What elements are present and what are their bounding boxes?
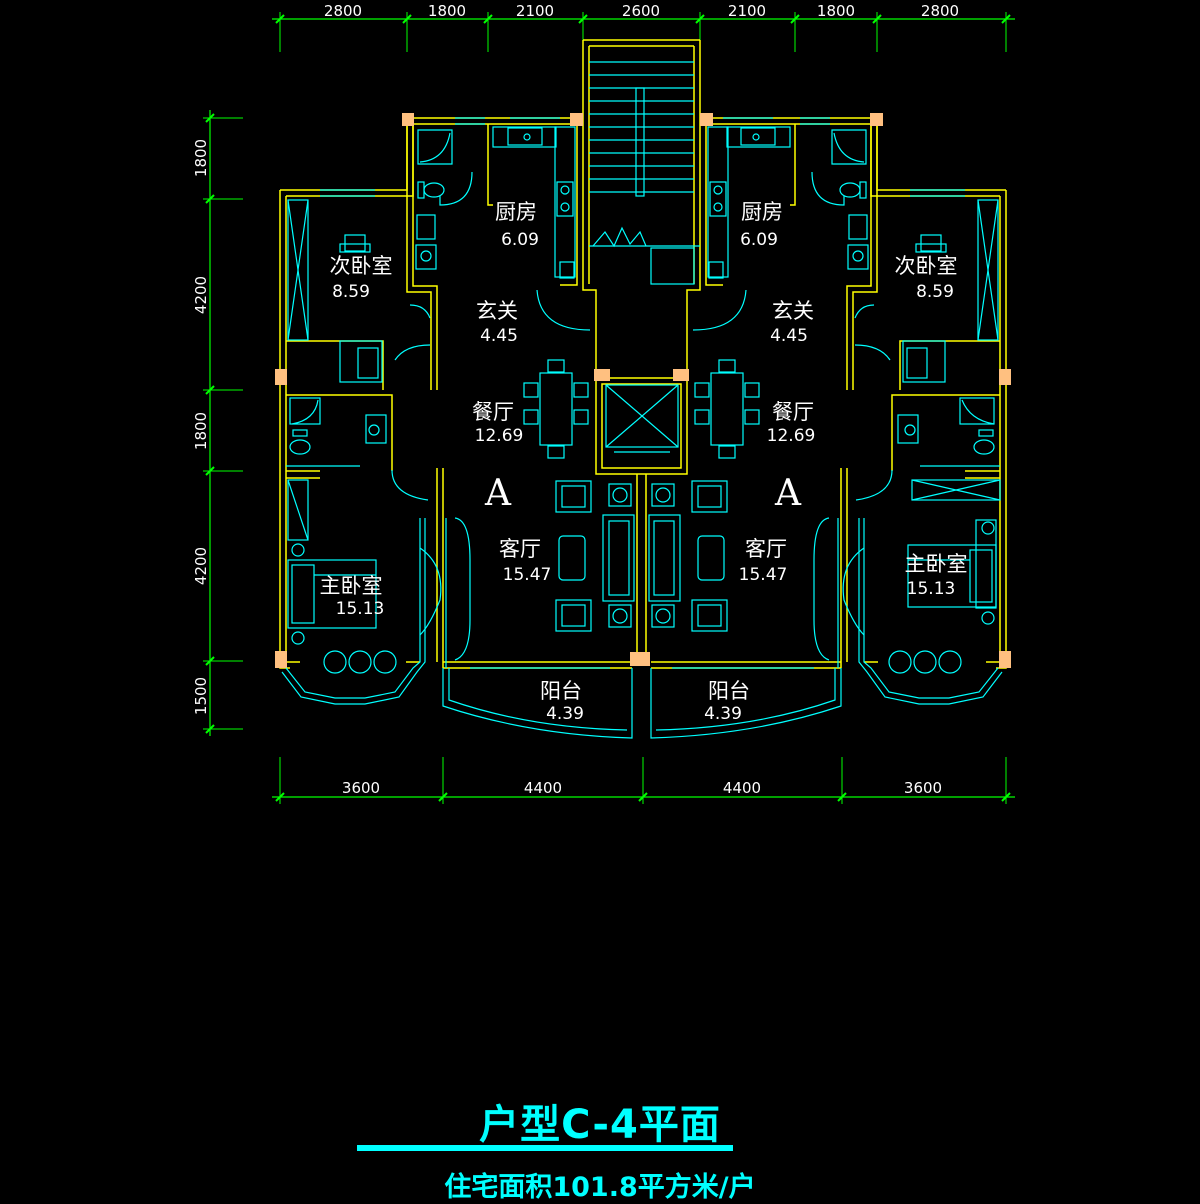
dim-left-4: 4200	[192, 547, 210, 585]
dim-top-4: 2600	[622, 2, 660, 20]
dim-top-1: 2800	[324, 2, 362, 20]
right-entry-area: 4.45	[770, 326, 808, 346]
right-living-name: 客厅	[745, 537, 787, 561]
left-kitchen-name: 厨房	[495, 200, 537, 224]
right-entry-name: 玄关	[772, 299, 814, 323]
right-master-bedroom-area: 15.13	[907, 579, 956, 599]
right-balcony-area: 4.39	[704, 704, 742, 724]
right-second-bedroom-name: 次卧室	[895, 254, 958, 278]
right-unit-tag: A	[774, 473, 802, 514]
left-dining-name: 餐厅	[472, 400, 514, 424]
left-balcony-name: 阳台	[540, 679, 582, 703]
dimension-ticks	[205, 14, 1011, 802]
left-living-name: 客厅	[499, 537, 541, 561]
bed-icon	[287, 559, 377, 629]
right-kitchen-name: 厨房	[741, 200, 783, 224]
dim-bottom-2: 4400	[524, 779, 562, 797]
dim-left-2: 4200	[192, 276, 210, 314]
bottom-dimension-labels: 3600 4400 4400 3600	[342, 779, 942, 797]
left-master-bedroom-area: 15.13	[336, 599, 385, 619]
fixtures	[281, 61, 1003, 739]
right-kitchen-fixtures	[707, 126, 791, 279]
left-master-bedroom-name: 主卧室	[320, 574, 383, 598]
dim-bottom-3: 4400	[723, 779, 761, 797]
sink-icon	[415, 214, 437, 270]
right-balcony-name: 阳台	[708, 679, 750, 703]
stove-icon	[556, 181, 574, 217]
dim-left-1: 1800	[192, 139, 210, 177]
left-dining-area: 12.69	[475, 426, 524, 446]
right-dining-name: 餐厅	[772, 400, 814, 424]
left-second-bedroom-name: 次卧室	[330, 254, 393, 278]
right-master-bedroom-name: 主卧室	[905, 552, 968, 576]
left-unit-labels: 厨房 6.09 次卧室 8.59 玄关 4.45 餐厅 12.69 A 客厅 1…	[320, 200, 584, 724]
left-kitchen-area: 6.09	[501, 230, 539, 250]
dining-table-icon	[694, 359, 760, 459]
left-second-bedroom-furniture	[287, 199, 383, 383]
left-dimension-labels: 1800 4200 1800 4200 1500	[192, 139, 210, 715]
dim-top-5: 2100	[728, 2, 766, 20]
stair-icon	[589, 61, 700, 285]
left-master-bath	[286, 397, 387, 467]
dim-top-2: 1800	[428, 2, 466, 20]
walls	[279, 39, 1007, 669]
dimension-lines	[203, 12, 1015, 804]
toilet-icon	[417, 181, 445, 199]
right-master-bath	[897, 397, 1000, 467]
left-second-bedroom-area: 8.59	[332, 282, 370, 302]
dim-bottom-1: 3600	[342, 779, 380, 797]
dim-left-5: 1500	[192, 677, 210, 715]
left-unit-tag: A	[484, 473, 512, 514]
dim-top-3: 2100	[516, 2, 554, 20]
sofa-icon	[555, 480, 635, 632]
dim-left-3: 1800	[192, 412, 210, 450]
left-kitchen-fixtures	[492, 126, 576, 279]
left-entry-area: 4.45	[480, 326, 518, 346]
toilet-icon	[839, 181, 867, 199]
elevator-icon	[605, 384, 679, 453]
stove-icon	[709, 181, 727, 217]
plant-icon	[651, 483, 675, 628]
dim-top-7: 2800	[921, 2, 959, 20]
left-bath-fixtures	[415, 129, 473, 270]
right-living-area: 15.47	[739, 565, 788, 585]
dining-table-icon	[523, 359, 589, 459]
columns	[275, 113, 1011, 668]
top-dimension-labels: 2800 1800 2100 2600 2100 1800 2800	[324, 2, 959, 20]
sofa-icon	[648, 480, 728, 632]
right-second-bedroom-furniture	[902, 199, 999, 383]
plan-subtitle: 住宅面积101.8平方米/户	[444, 1172, 756, 1203]
plan-title: 户型C-4平面	[479, 1102, 721, 1148]
sink-icon	[847, 214, 869, 270]
left-balcony-area: 4.39	[546, 704, 584, 724]
right-unit-labels: 厨房 6.09 次卧室 8.59 玄关 4.45 餐厅 12.69 A 客厅 1…	[704, 200, 967, 724]
left-entry-name: 玄关	[476, 299, 518, 323]
dim-bottom-4: 3600	[904, 779, 942, 797]
left-living-area: 15.47	[503, 565, 552, 585]
plant-icon	[608, 483, 632, 628]
right-dining-area: 12.69	[767, 426, 816, 446]
right-kitchen-area: 6.09	[740, 230, 778, 250]
title-underline	[357, 1145, 733, 1151]
right-bath-fixtures	[811, 129, 869, 270]
right-second-bedroom-area: 8.59	[916, 282, 954, 302]
dim-top-6: 1800	[817, 2, 855, 20]
